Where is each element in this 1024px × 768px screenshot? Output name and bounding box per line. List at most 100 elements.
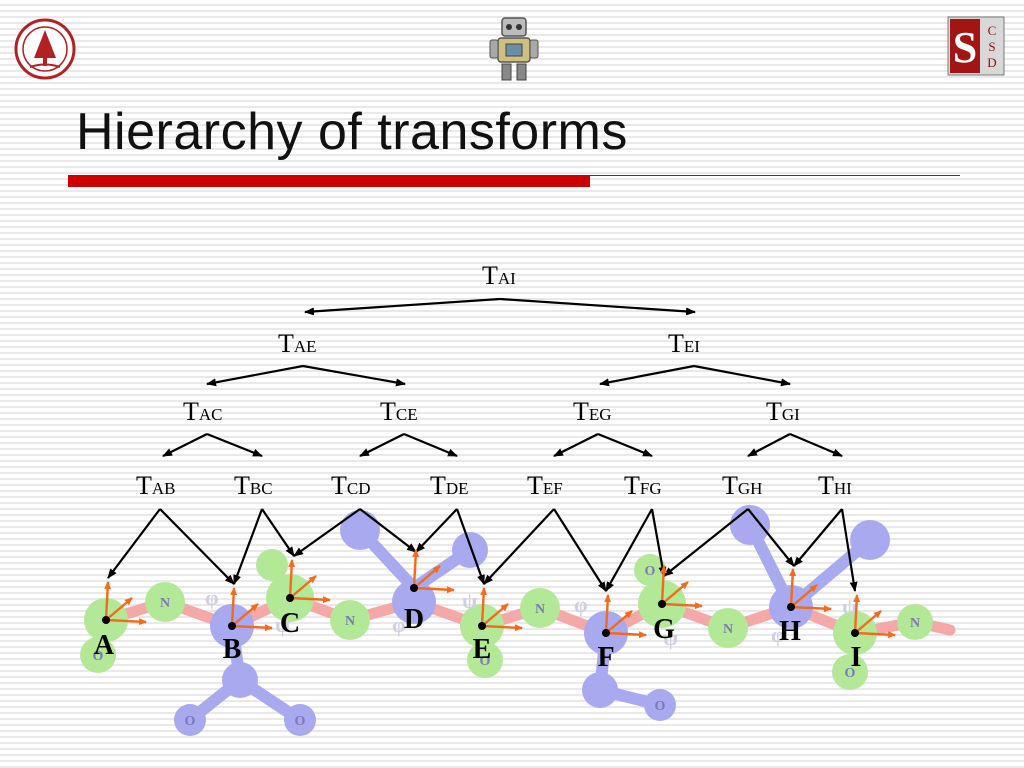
transform-label-ce: TCE xyxy=(380,397,418,426)
transform-label-ei: TEI xyxy=(668,329,700,358)
csd-letter-c: C xyxy=(988,23,997,38)
molecule-atom: O xyxy=(644,689,676,721)
transform-label-ef: TEF xyxy=(527,471,563,500)
molecule-atom: N xyxy=(145,582,185,622)
arrow-to-frame-e xyxy=(483,508,555,585)
arrow-gi-hi xyxy=(789,432,843,458)
arrow-to-frame-d xyxy=(415,508,458,553)
coordinate-frame-b xyxy=(228,587,273,632)
molecule-atom xyxy=(392,580,436,624)
svg-text:S: S xyxy=(953,23,977,72)
arrow-to-frame-h xyxy=(793,508,843,567)
point-label-h: H xyxy=(779,616,801,647)
molecule-atom: O xyxy=(174,704,206,736)
arrow-to-frame-f xyxy=(605,508,653,592)
arrow-ei-gi xyxy=(693,364,791,387)
torsion-angle-label: φ xyxy=(392,612,406,637)
robot-logo xyxy=(486,14,542,84)
atom-label: N xyxy=(160,596,170,611)
molecule-atom xyxy=(256,549,288,581)
molecule-atom: O xyxy=(284,704,316,736)
arrow-ce-cd xyxy=(359,433,405,457)
atom-label: N xyxy=(723,622,733,637)
atom-label: O xyxy=(645,564,656,579)
point-label-b: B xyxy=(223,634,242,665)
arrow-to-frame-f xyxy=(553,508,607,592)
torsion-angle-label: φ xyxy=(205,585,219,610)
arrow-ai-ei xyxy=(499,297,696,316)
coordinate-frames xyxy=(102,549,896,639)
atom-label: O xyxy=(845,666,856,681)
transform-label-ac: TAC xyxy=(183,397,223,426)
arrow-ae-ce xyxy=(302,364,406,387)
molecule-atom xyxy=(582,672,618,708)
arrow-to-frame-e xyxy=(455,508,486,585)
atom-label: O xyxy=(480,654,491,669)
coordinate-frame-f xyxy=(602,594,647,639)
torsion-angle-label: φ xyxy=(574,592,588,617)
arrow-ac-ab xyxy=(162,433,208,457)
transform-label-gh: TGH xyxy=(722,471,762,500)
arrow-gi-gh xyxy=(747,433,791,457)
torsion-angle-label: ψ xyxy=(663,625,678,650)
molecule-atom: N xyxy=(708,608,748,648)
point-label-c: C xyxy=(280,608,300,639)
atom-label: N xyxy=(910,616,920,631)
atom-label: O xyxy=(185,714,196,729)
torsion-angle-label: φ xyxy=(771,622,785,647)
arrow-to-frame-g xyxy=(663,508,749,577)
coordinate-frame-c xyxy=(286,559,331,604)
slide-title: Hierarchy of transforms xyxy=(76,103,628,161)
atom-label: N xyxy=(345,614,355,629)
transform-label-hi: THI xyxy=(818,471,852,500)
arrow-to-frame-b xyxy=(159,508,235,585)
atom-label: O xyxy=(295,714,306,729)
arrow-ce-de xyxy=(403,432,458,458)
molecule-atom xyxy=(340,510,380,550)
point-label-a: A xyxy=(94,630,115,661)
atom-label: O xyxy=(93,649,104,664)
arrow-to-frame-b xyxy=(232,508,264,585)
molecule-atom: O xyxy=(634,554,666,586)
molecule-atom: N xyxy=(330,600,370,640)
arrow-to-frame-d xyxy=(359,508,417,553)
molecule-atom: O xyxy=(832,654,868,690)
arrow-ae-ac xyxy=(206,364,304,387)
transform-label-fg: TFG xyxy=(624,471,662,500)
arrow-to-frame-h xyxy=(747,508,795,567)
transform-label-bc: TBC xyxy=(234,471,273,500)
coordinate-frame-h xyxy=(787,568,832,613)
molecule-atom: O xyxy=(467,642,503,678)
arrow-ai-ae xyxy=(304,297,501,316)
stanford-seal-logo xyxy=(10,18,80,80)
torsion-angle-label: ψ xyxy=(275,612,290,637)
csd-letter-s: S xyxy=(988,39,995,54)
molecule-atom: N xyxy=(520,588,560,628)
coordinate-frame-d xyxy=(410,549,455,594)
point-label-f: F xyxy=(597,642,614,673)
arrow-to-frame-c xyxy=(261,508,295,557)
molecule-atom xyxy=(850,520,890,560)
tree-arrows xyxy=(107,297,858,592)
molecule-atom xyxy=(222,662,258,698)
molecule-atom xyxy=(452,532,488,568)
molecule-atom: O xyxy=(80,637,116,673)
point-label-e: E xyxy=(473,634,492,665)
transform-label-de: TDE xyxy=(430,471,469,500)
coordinate-frame-i xyxy=(851,594,896,639)
coordinate-frame-a xyxy=(102,581,147,626)
transform-label-gi: TGI xyxy=(766,397,800,426)
arrow-to-frame-c xyxy=(293,508,361,557)
arrow-ac-bc xyxy=(206,432,263,458)
coordinate-frame-g xyxy=(658,565,703,610)
arrow-to-frame-g xyxy=(650,508,667,577)
atom-label: N xyxy=(535,602,545,617)
coordinate-frame-e xyxy=(478,587,523,632)
stanford-csd-logo: S C S D xyxy=(947,16,1005,76)
csd-letter-d: D xyxy=(987,55,996,70)
arrow-to-frame-a xyxy=(107,508,161,579)
